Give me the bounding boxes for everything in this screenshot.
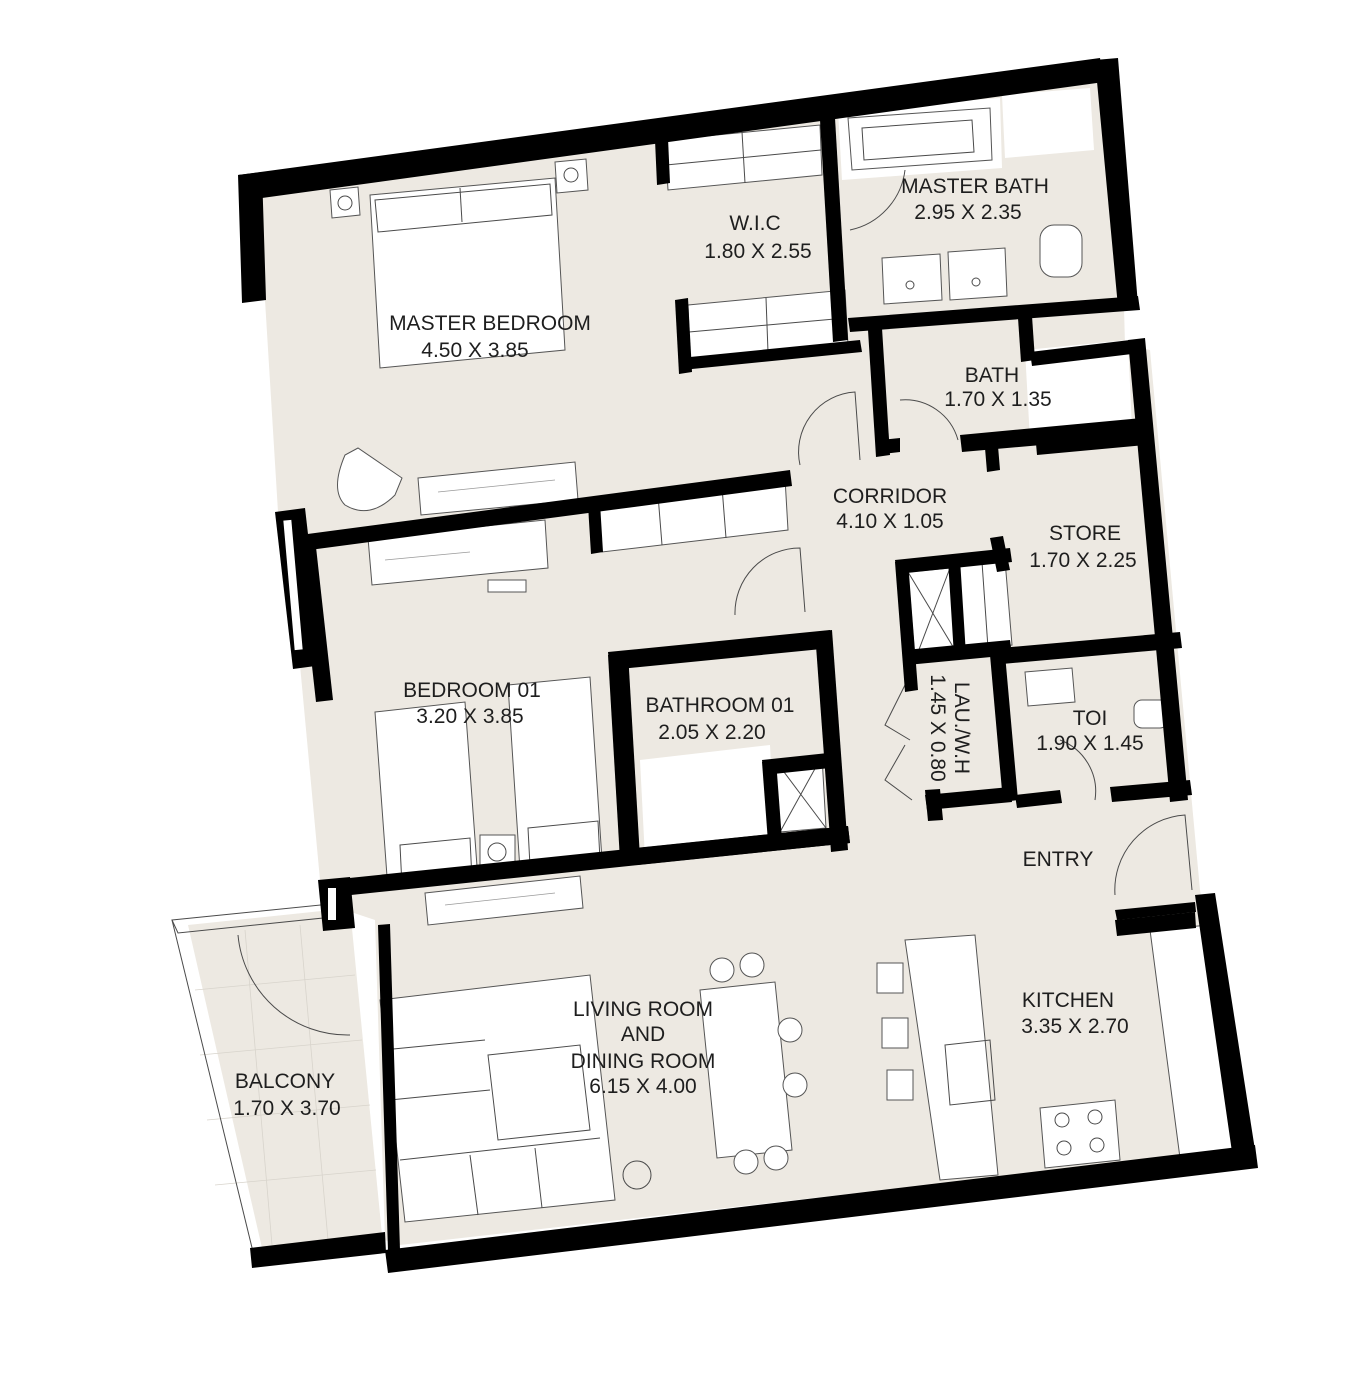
room-name: BATHROOM 01 xyxy=(646,694,795,717)
room-master-bedroom: MASTER BEDROOM 4.50 X 3.85 xyxy=(389,312,591,362)
room-entry: ENTRY xyxy=(1023,848,1094,871)
room-wic: W.I.C 1.80 X 2.55 xyxy=(704,212,811,263)
room-size: 2.05 X 2.20 xyxy=(658,721,765,744)
room-store: STORE 1.70 X 2.25 xyxy=(1029,522,1136,572)
room-master-bath: MASTER BATH 2.95 X 2.35 xyxy=(901,175,1049,224)
room-labels: MASTER BEDROOM 4.50 X 3.85 W.I.C 1.80 X … xyxy=(233,175,1143,1120)
room-living-dining: LIVING ROOM AND DINING ROOM 6.15 X 4.00 xyxy=(571,998,716,1098)
room-name: TOI xyxy=(1073,707,1108,730)
room-bath: BATH 1.70 X 1.35 xyxy=(944,364,1051,411)
room-name: KITCHEN xyxy=(1022,989,1114,1012)
room-name: LAU./W.H xyxy=(950,682,973,774)
room-size: 3.20 X 3.85 xyxy=(416,705,523,728)
room-name: BATH xyxy=(965,364,1019,387)
room-name: LIVING ROOM xyxy=(573,998,713,1021)
room-size: 3.35 X 2.70 xyxy=(1021,1015,1128,1038)
room-corridor: CORRIDOR 4.10 X 1.05 xyxy=(833,485,947,533)
room-size: 4.10 X 1.05 xyxy=(836,510,943,533)
room-size: 2.95 X 2.35 xyxy=(914,201,1021,224)
room-bathroom-01: BATHROOM 01 2.05 X 2.20 xyxy=(646,694,795,744)
room-size: 1.45 X 0.80 xyxy=(926,674,949,781)
room-bedroom-01: BEDROOM 01 3.20 X 3.85 xyxy=(403,679,541,728)
room-balcony: BALCONY 1.70 X 3.70 xyxy=(233,1070,340,1120)
room-kitchen: KITCHEN 3.35 X 2.70 xyxy=(1021,989,1128,1038)
room-name: MASTER BATH xyxy=(901,175,1049,198)
room-size: 6.15 X 4.00 xyxy=(589,1075,696,1098)
room-name: CORRIDOR xyxy=(833,485,947,508)
room-name: BALCONY xyxy=(235,1070,335,1093)
room-name: W.I.C xyxy=(729,212,780,235)
room-size: 1.70 X 3.70 xyxy=(233,1097,340,1120)
room-name: STORE xyxy=(1049,522,1121,545)
door-swings xyxy=(734,169,1193,896)
room-size: 1.70 X 1.35 xyxy=(944,388,1051,411)
room-toi: TOI 1.90 X 1.45 xyxy=(1036,707,1143,755)
room-name-line2: AND xyxy=(621,1023,665,1046)
room-name: BEDROOM 01 xyxy=(403,679,541,702)
room-size: 1.80 X 2.55 xyxy=(704,240,811,263)
room-size: 4.50 X 3.85 xyxy=(421,339,528,362)
balcony-floor xyxy=(188,908,382,1248)
room-lau-wh: LAU./W.H 1.45 X 0.80 xyxy=(926,674,973,781)
room-size: 1.90 X 1.45 xyxy=(1036,732,1143,755)
room-name-line3: DINING ROOM xyxy=(571,1050,716,1073)
room-size: 1.70 X 2.25 xyxy=(1029,549,1136,572)
fixtures xyxy=(329,88,1241,1223)
room-name: ENTRY xyxy=(1023,848,1094,871)
balcony-details xyxy=(171,901,377,1261)
floor-fills xyxy=(188,80,1235,1248)
walls xyxy=(238,58,1258,1273)
room-name: MASTER BEDROOM xyxy=(389,312,591,335)
